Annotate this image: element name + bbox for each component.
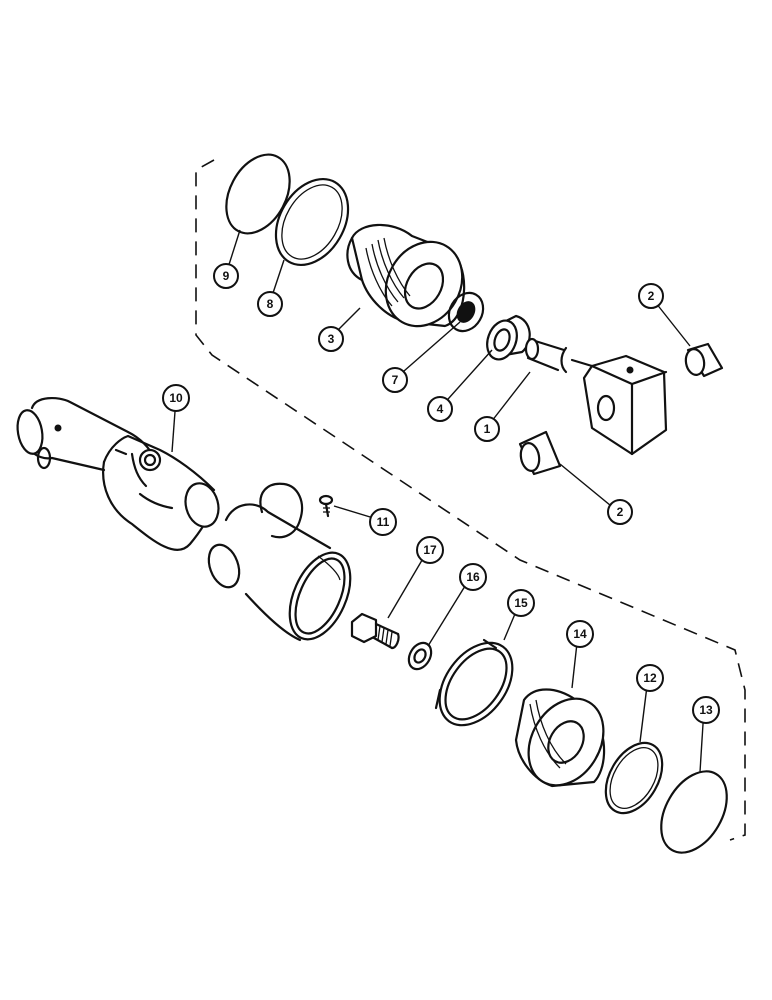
callout-8: 8 (257, 291, 283, 317)
part-set-screw (318, 494, 334, 518)
callout-15: 15 (507, 589, 535, 617)
part-cylinder-head (346, 223, 466, 328)
callout-7-label: 7 (392, 373, 399, 387)
callout-2-lower: 2 (607, 499, 633, 525)
callout-4-label: 4 (437, 402, 444, 416)
part-bushing-upper (684, 342, 724, 378)
callout-15-label: 15 (514, 596, 528, 610)
callout-16: 16 (459, 563, 487, 591)
part-rod-seal (447, 291, 485, 333)
callout-16-label: 16 (466, 570, 480, 584)
callout-2-upper-label: 2 (648, 289, 655, 303)
part-piston (514, 688, 606, 788)
callout-17: 17 (416, 536, 444, 564)
part-bushing-lower (518, 430, 562, 476)
callout-2-lower-label: 2 (617, 505, 624, 519)
callout-8-label: 8 (267, 297, 274, 311)
callout-14-label: 14 (573, 627, 587, 641)
callout-9-label: 9 (223, 269, 230, 283)
callout-9: 9 (213, 263, 239, 289)
callout-11-label: 11 (377, 515, 390, 529)
callout-12-label: 12 (643, 671, 657, 685)
callout-12: 12 (636, 664, 664, 692)
callout-13: 13 (692, 696, 720, 724)
callout-10-label: 10 (169, 391, 183, 405)
part-cylinder-barrel (16, 396, 220, 551)
callout-4: 4 (427, 396, 453, 422)
part-backup-ring-lower (604, 741, 664, 815)
part-o-ring-upper (225, 153, 291, 235)
assembly-boundary-dashed (195, 159, 746, 841)
part-barrel-tube-end (207, 482, 352, 642)
callout-3-label: 3 (328, 332, 335, 346)
part-wiper (486, 314, 531, 361)
part-wear-ring (434, 638, 514, 727)
callout-1-label: 1 (484, 422, 491, 436)
callout-11: 11 (369, 508, 397, 536)
part-o-ring-lower (660, 770, 728, 854)
callout-1: 1 (474, 416, 500, 442)
part-bolt (350, 612, 400, 650)
callout-10: 10 (162, 384, 190, 412)
callout-17-label: 17 (423, 543, 437, 557)
callout-2-upper: 2 (638, 283, 664, 309)
part-piston-rod (524, 337, 668, 456)
callout-14: 14 (566, 620, 594, 648)
part-washer (407, 641, 433, 671)
callout-13-label: 13 (699, 703, 713, 717)
part-backup-ring-upper (274, 177, 350, 267)
callout-3: 3 (318, 326, 344, 352)
callout-7: 7 (382, 367, 408, 393)
